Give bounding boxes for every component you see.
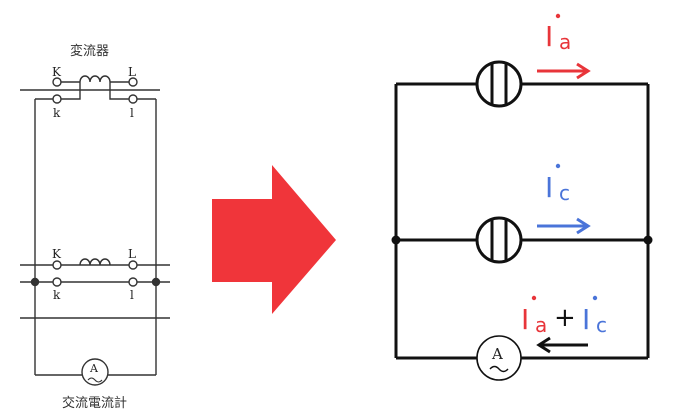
sum-label: I a + I c [521, 295, 607, 337]
right-ammeter-circle [476, 335, 522, 381]
ct-label: 変流器 [70, 43, 109, 59]
lower-l-label: l [130, 288, 134, 302]
lower-terminal-K [52, 260, 62, 270]
lower-terminal-l [128, 277, 138, 287]
sum-arrow [536, 336, 588, 354]
right-circuit [394, 60, 650, 381]
upper-l-label: l [130, 106, 134, 120]
upper-terminal-k [52, 94, 62, 104]
mid-source-circle [475, 216, 523, 264]
upper-L-label: L [128, 65, 136, 79]
upper-terminal-l [128, 94, 138, 104]
lower-ct-coil [79, 258, 111, 266]
sum-ia-dot [531, 295, 537, 301]
upper-K-label: K [52, 65, 62, 79]
ic-subscript: c [559, 181, 570, 205]
lower-L-label: L [128, 247, 136, 261]
ic-letter: I [545, 171, 553, 204]
lower-terminal-L [128, 260, 138, 270]
ic-label: I c [545, 163, 570, 205]
upper-ct-secondary [61, 92, 129, 100]
lower-terminal-k [52, 277, 62, 287]
top-source-circle [475, 60, 523, 108]
lower-right-junction [151, 277, 161, 287]
left-ammeter-circle [81, 358, 109, 386]
lower-K-label: K [52, 247, 62, 261]
lower-left-junction [30, 277, 40, 287]
mid-left-junction [391, 235, 401, 245]
right-ammeter-ac-icon [489, 365, 509, 373]
ammeter-label: 交流電流計 [62, 395, 127, 411]
ic-dot [555, 163, 561, 169]
sum-ic-dot [592, 295, 598, 301]
left-schematic [20, 75, 170, 386]
sum-ia-subscript: a [535, 313, 547, 337]
sum-ic-letter: I [582, 303, 590, 336]
upper-k-label: k [53, 106, 61, 120]
upper-terminal-K [52, 77, 62, 87]
ia-letter: I [545, 20, 553, 53]
ia-label: I a [545, 13, 571, 54]
lower-k-label: k [53, 288, 61, 302]
mid-right-junction [643, 235, 653, 245]
upper-ct-coil [61, 75, 129, 92]
right-ammeter-symbol: A [491, 345, 503, 363]
red-arrow-icon [212, 165, 336, 314]
ia-subscript: a [559, 30, 571, 54]
ia-arrow [537, 62, 591, 80]
sum-operator: + [554, 303, 576, 333]
upper-terminal-L [128, 77, 138, 87]
ic-arrow [537, 217, 591, 235]
sum-ic-subscript: c [596, 313, 607, 337]
ia-dot [555, 13, 561, 19]
sum-ia-letter: I [521, 303, 529, 336]
left-ammeter-ac-icon [87, 377, 103, 383]
left-ammeter-symbol: A [89, 362, 99, 375]
